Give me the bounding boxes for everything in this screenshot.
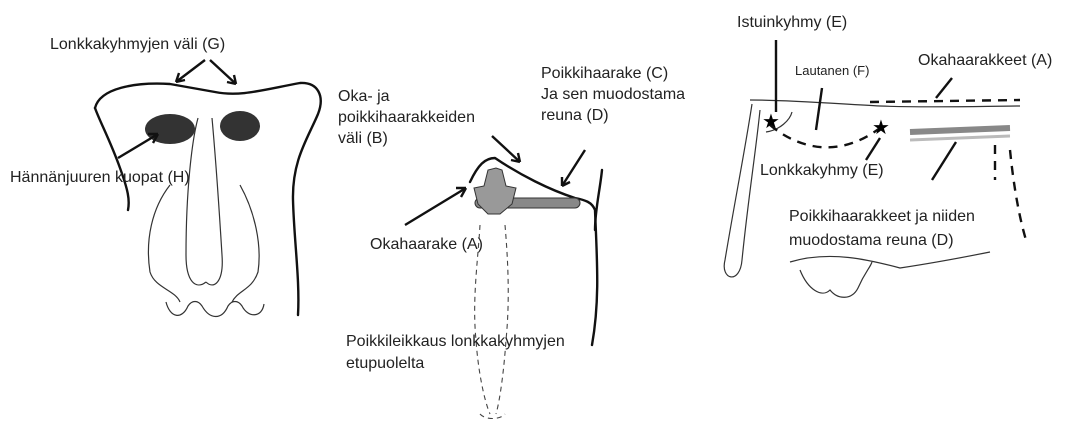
label-cross-section-1: Poikkileikkaus lonkkakyhmyjen [346,331,565,352]
hindquarter-left [148,185,180,302]
rear-view-left-side [95,108,129,210]
tail-left-line [186,118,206,285]
tail-right-line [206,118,222,285]
tail-pit-left [145,114,195,144]
pin-bone-star: ★ [762,111,780,133]
cow-belly [790,252,990,268]
label-pin-bone: Istuinkyhmy (E) [737,12,847,33]
edge-dashed-2 [1010,150,1026,240]
rear-view-figure [95,60,321,317]
label-hip-gap: Lonkkakyhmyjen väli (G) [50,34,225,55]
label-spine-gap-2: poikkihaarakkeiden [338,107,475,128]
arrow-transverse [562,150,585,186]
hindquarter-right [232,185,259,302]
label-spinous-processes: Okahaarakkeet (A) [918,50,1052,71]
cow-back-line [750,100,1020,107]
spinous-dashed [870,100,1020,102]
arrow-hip-gap-left [176,60,205,82]
cow-udder [800,262,872,297]
arrow-hip-gap-right [210,60,236,84]
transverse-bar-2 [910,136,1010,140]
arrow-tail-pit [118,134,158,158]
label-transverse-edge-1: Poikkihaarakkeet ja niiden [789,206,975,227]
label-transverse-2: Ja sen muodostama [541,84,685,105]
label-hip-bone: Lonkkakyhmy (E) [760,160,884,181]
label-transverse-1: Poikkihaarake (C) [541,63,668,84]
label-spine-gap-1: Oka- ja [338,86,390,107]
label-plate: Lautanen (F) [795,60,869,81]
cow-tail [724,104,760,277]
tail-pit-right [220,111,260,141]
arrow-transverse-edge [932,142,956,180]
label-spine-gap-3: väli (B) [338,128,388,149]
cross-section-figure [405,136,602,419]
label-spinous-process: Okahaarake (A) [370,234,483,255]
arrow-hip-bone [866,138,880,160]
hip-to-pin-dashed [770,125,880,147]
arrow-spinous-right [936,78,952,98]
body-section-right [496,225,508,414]
side-outline [595,170,602,230]
arrow-spinous [405,188,466,225]
body-section-bottom [480,414,505,419]
label-cross-section-2: etupuolelta [346,353,424,374]
hip-bone-star: ★ [872,117,890,139]
label-transverse-edge-2: muodostama reuna (D) [789,230,954,251]
udder-outline [166,302,264,317]
label-tail-pits: Hännänjuuren kuopat (H) [10,167,190,188]
label-transverse-3: reuna (D) [541,105,609,126]
arrow-plate [816,88,822,130]
transverse-bar [910,128,1010,132]
